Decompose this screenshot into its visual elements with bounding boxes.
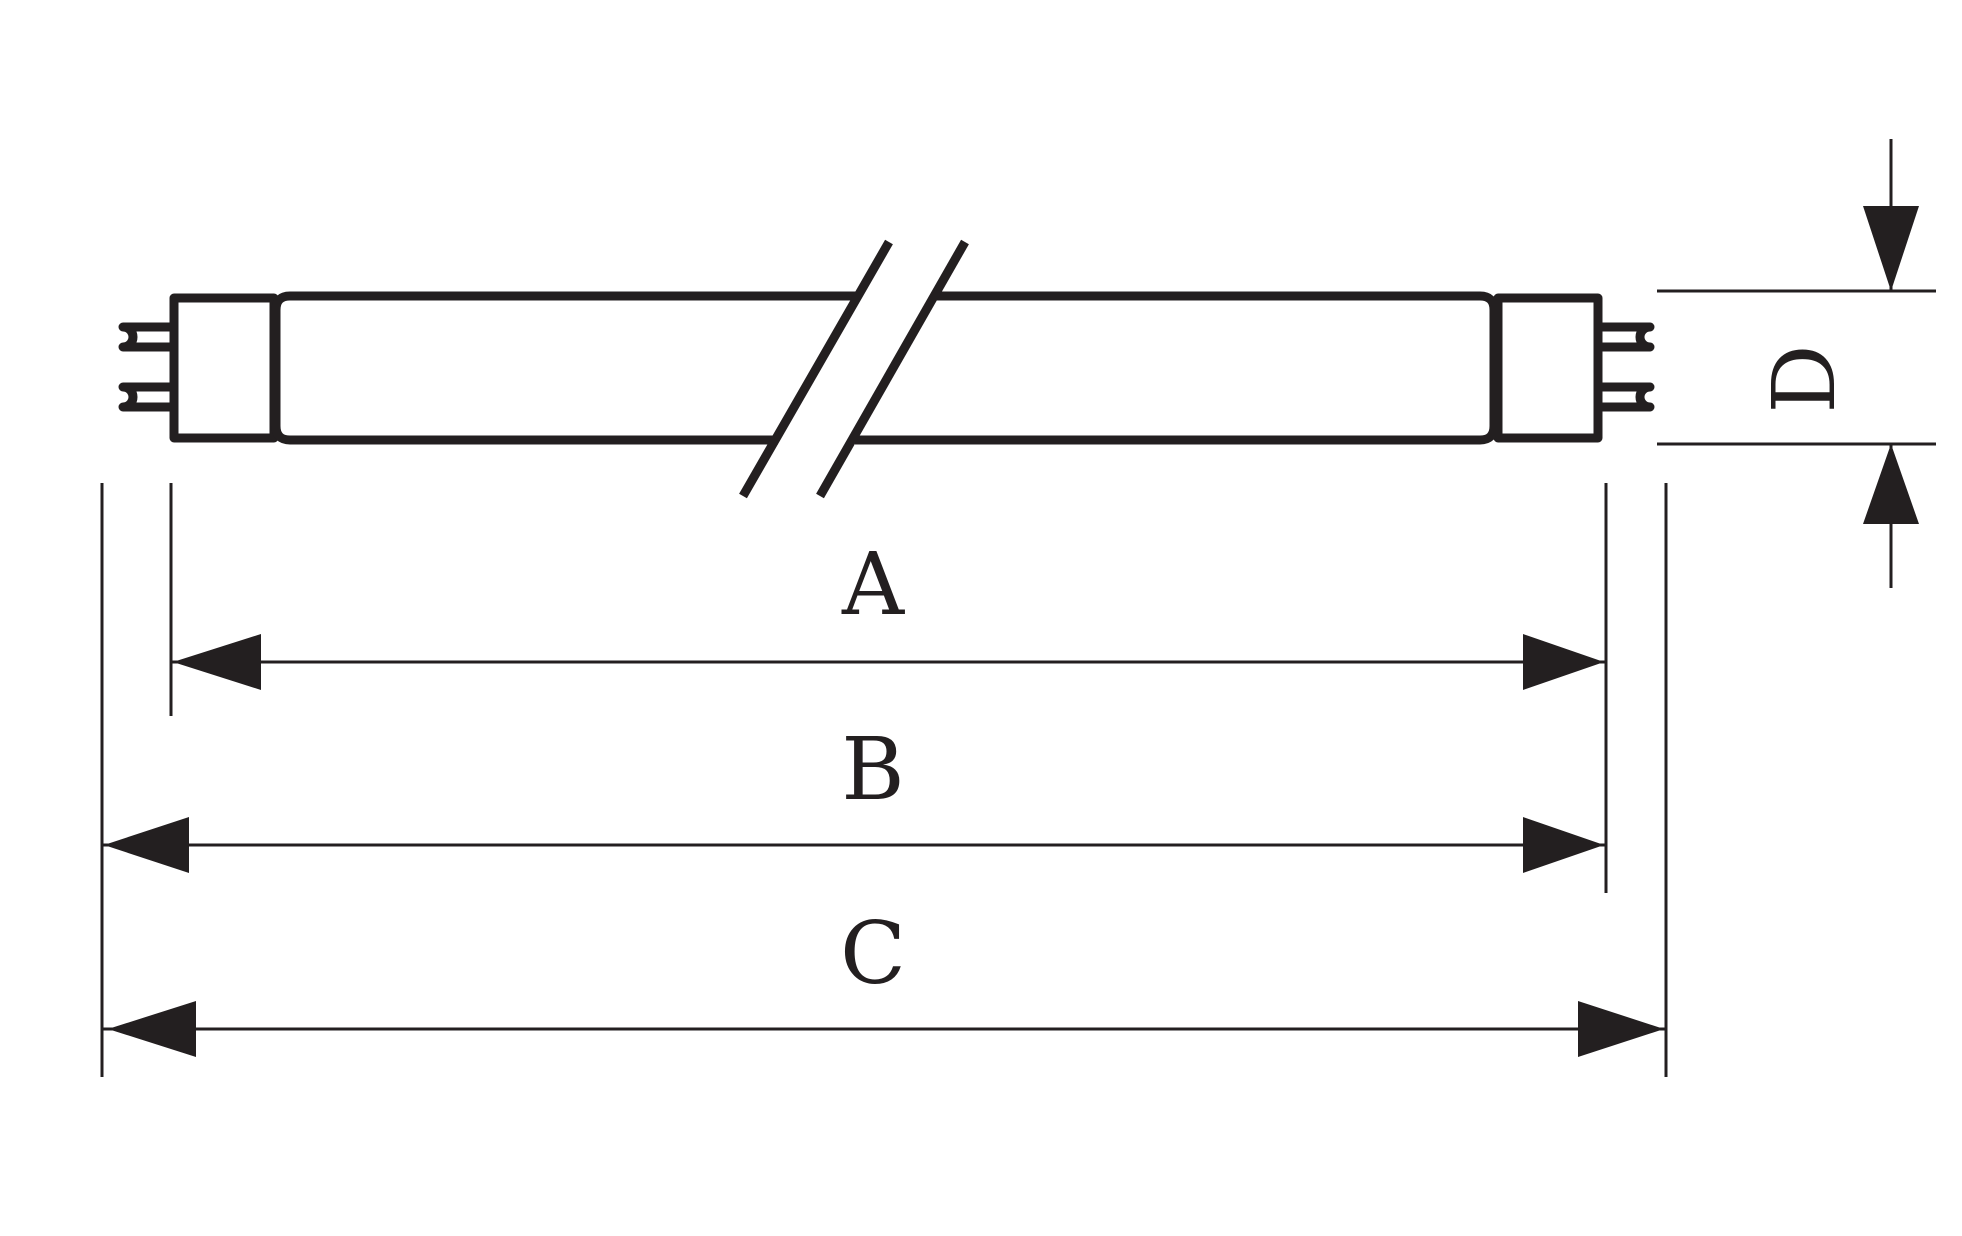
break-mark-left (739, 239, 893, 499)
arrowhead-a-right (1523, 634, 1604, 690)
dimension-a: A (171, 535, 1606, 690)
tube-body-right (855, 291, 1499, 445)
right-pin-upper (1598, 322, 1655, 352)
arrowhead-c-left (108, 1001, 196, 1057)
left-end-cap (169, 293, 279, 443)
dimension-label-a: A (841, 535, 905, 635)
dimension-c: C (102, 904, 1666, 1057)
dimension-label-d: D (1755, 345, 1855, 414)
dimension-b: B (102, 720, 1606, 873)
tube-body-left (271, 291, 858, 445)
break-mark-right (816, 239, 969, 499)
dimension-label-c: C (840, 904, 906, 1004)
tube-drawing (118, 239, 1655, 499)
right-pin-lower (1598, 382, 1655, 412)
arrowhead-c-right (1578, 1001, 1664, 1057)
left-pin-lower (118, 382, 174, 412)
arrowhead-d-bottom (1863, 444, 1919, 524)
arrowhead-d-top (1863, 206, 1919, 291)
left-pin-upper (118, 322, 174, 352)
arrowhead-b-left (104, 817, 189, 873)
extension-lines (100, 289, 1936, 1077)
dimension-label-b: B (841, 720, 904, 820)
arrowhead-a-left (173, 634, 261, 690)
arrowhead-b-right (1523, 817, 1604, 873)
dimension-d: D (1755, 139, 1919, 588)
right-end-cap (1493, 293, 1603, 443)
